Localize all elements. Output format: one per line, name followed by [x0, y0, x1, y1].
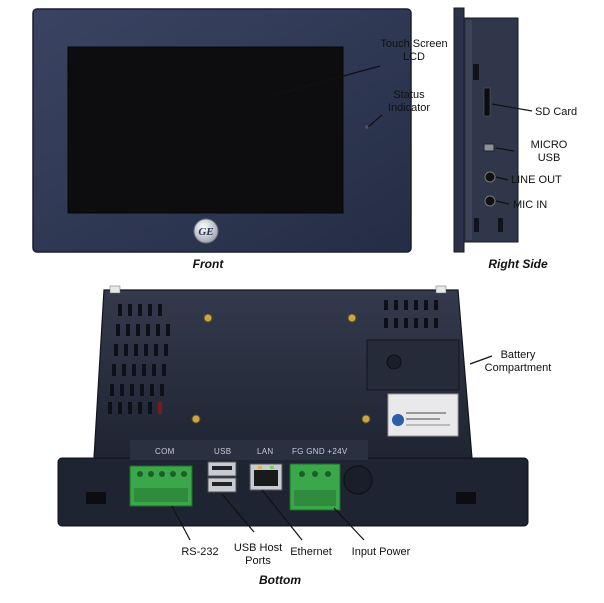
bottom-view — [57, 285, 529, 541]
status-label: Status — [393, 89, 425, 101]
touch-screen-label-2: LCD — [403, 51, 425, 63]
battery-compartment — [366, 339, 460, 391]
usb-host-label: USB Host — [234, 542, 282, 554]
status-indicator-led — [365, 125, 369, 129]
bottom-view-title: Bottom — [259, 573, 301, 587]
usb-host-label-2: Ports — [245, 555, 271, 567]
left-vent-slots — [108, 304, 170, 414]
port-label-usb: USB — [214, 447, 231, 456]
right-vent-slots — [384, 300, 438, 328]
ethernet-label: Ethernet — [290, 546, 332, 558]
mic-in-label: MIC IN — [513, 199, 547, 211]
right-side-view — [453, 7, 533, 253]
front-view-title: Front — [193, 257, 225, 271]
port-panel — [130, 440, 368, 460]
usb-host-ports — [207, 461, 237, 493]
mic-in-jack — [484, 195, 496, 207]
sd-card-slot — [483, 87, 491, 117]
right-side-view-title: Right Side — [488, 257, 548, 271]
front-screen — [67, 46, 344, 214]
micro-usb-label: MICRO — [531, 139, 568, 151]
port-label-lan: LAN — [257, 447, 273, 456]
rear-housing — [93, 289, 473, 459]
svg-text:GE: GE — [198, 226, 213, 238]
ge-logo: GE — [193, 218, 219, 244]
rs232-connector — [129, 465, 193, 507]
line-out-label: LINE OUT — [511, 174, 562, 186]
micro-usb-port — [483, 143, 495, 152]
port-label-power: FG GND +24V — [292, 447, 348, 456]
input-power-label: Input Power — [352, 546, 411, 558]
status-label-2: Indicator — [388, 102, 431, 114]
touch-screen-leader — [273, 65, 381, 96]
touch-screen-label: Touch Screen — [380, 38, 447, 50]
micro-usb-label-2: USB — [538, 152, 561, 164]
line-out-jack — [484, 171, 496, 183]
sd-card-label: SD Card — [535, 106, 577, 118]
status-indicator-leader — [367, 114, 383, 128]
rs232-label: RS-232 — [181, 546, 218, 558]
port-label-com: COM — [155, 447, 175, 456]
battery-label-2: Compartment — [485, 362, 552, 374]
ethernet-port — [249, 463, 283, 491]
battery-label: Battery — [501, 349, 536, 361]
front-view: GE — [32, 8, 412, 253]
side-vent-top — [473, 64, 479, 80]
input-power-connector — [289, 463, 341, 511]
